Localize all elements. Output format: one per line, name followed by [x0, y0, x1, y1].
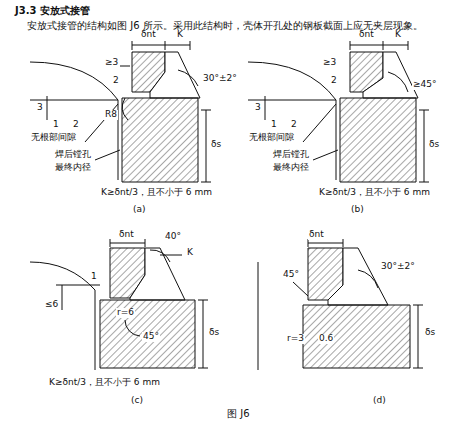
dimension-label: K≥δnt/3，且不小于 6 mm	[100, 188, 213, 198]
panel-c	[30, 239, 208, 370]
dimension-label: δnt	[308, 230, 325, 240]
dimension-label: 最终内径	[272, 163, 310, 173]
dimension-label: 2	[330, 76, 338, 86]
dimension-label: δs	[208, 328, 220, 338]
dimension-label: 焊后镗孔	[54, 150, 92, 160]
dimension-label: 最终内径	[54, 163, 92, 173]
dimension-label: 0.6	[318, 334, 334, 344]
dimension-label: 1	[52, 120, 60, 130]
dimension-label: (b)	[350, 205, 365, 215]
dimension-label: K	[186, 248, 194, 258]
dimension-label: R8	[104, 110, 118, 120]
dimension-label: K	[176, 30, 184, 40]
dimension-label: δs	[428, 140, 440, 150]
panel-b	[248, 41, 429, 182]
dimension-label: 45°	[282, 270, 300, 280]
dimension-label: δnt	[358, 30, 375, 40]
dimension-label: 2	[290, 120, 298, 130]
dimension-label: 无根部间隙	[30, 133, 77, 143]
panel-a	[30, 41, 211, 182]
dimension-label: δnt	[140, 30, 157, 40]
dimension-label: 1	[270, 120, 278, 130]
dimension-label: K	[394, 30, 402, 40]
dimension-label: 30°±2°	[202, 74, 238, 84]
dimension-label: ≥3	[322, 58, 337, 68]
figure-caption: 图 J6	[226, 408, 251, 419]
dimension-label: 40°	[164, 232, 182, 242]
dimension-label: 无根部间隙	[248, 133, 295, 143]
dimension-label: K≥δnt/3，且不小于 6 mm	[318, 188, 431, 198]
dimension-label: (a)	[132, 205, 147, 215]
dimension-label: 2	[72, 120, 80, 130]
dimension-label: 焊后镗孔	[272, 150, 310, 160]
dimension-label: δs	[424, 328, 436, 338]
dimension-label: 1	[90, 272, 98, 282]
dimension-label: 30°±2°	[380, 262, 416, 272]
dimension-label: 2	[112, 76, 120, 86]
section-title: J3.3 安放式接管	[14, 5, 91, 16]
dimension-label: δs	[210, 140, 222, 150]
dimension-label: 3	[254, 103, 262, 113]
dimension-label: ≤6	[44, 300, 59, 310]
dimension-label: 45°	[142, 332, 160, 342]
dimension-label: δnt	[118, 230, 135, 240]
dimension-label: (c)	[130, 396, 144, 406]
dimension-label: K≥δnt/3，且不小于 6 mm	[48, 378, 161, 388]
panel-d	[258, 239, 423, 370]
dimension-label: r=6	[116, 308, 135, 318]
dimension-label: r=3	[286, 334, 305, 344]
dimension-label: 3	[36, 103, 44, 113]
dimension-label: ≥45°	[412, 80, 438, 90]
dimension-label: (d)	[372, 396, 387, 406]
dimension-label: ≥3	[104, 58, 119, 68]
